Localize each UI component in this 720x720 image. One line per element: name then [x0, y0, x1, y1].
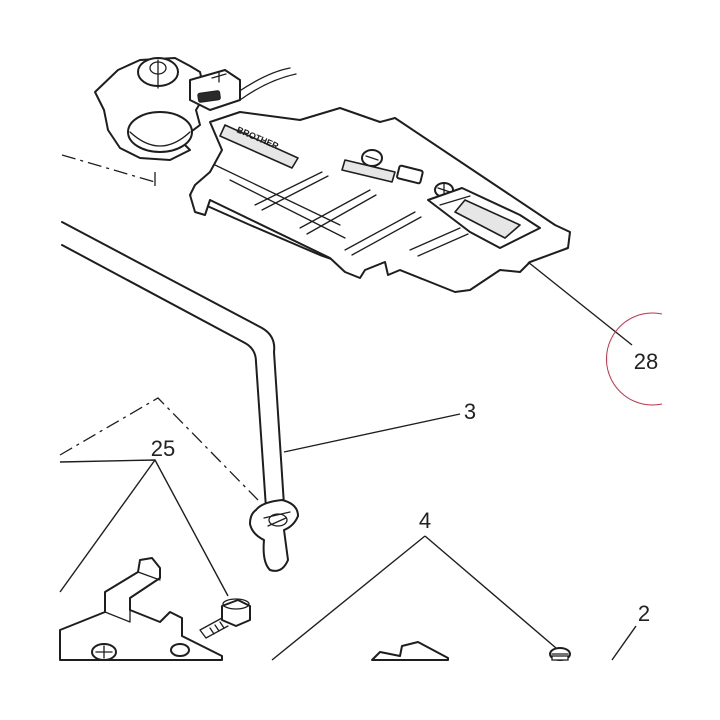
- screw-25-shank: [199, 617, 229, 639]
- carriage-plate-assembly: BROTHER: [94, 57, 571, 293]
- bent-rod-part-3: [61, 221, 299, 572]
- screw-25-top: [222, 598, 250, 610]
- release-button: [396, 164, 424, 185]
- screw-25-head: [221, 599, 251, 627]
- callout-3: 3: [464, 399, 476, 424]
- bracket-hole: [170, 643, 190, 657]
- rod-outer: [61, 221, 285, 506]
- screw-25-thread: [209, 621, 225, 635]
- usb-symbol-icon: [211, 71, 227, 83]
- rib-3: [344, 211, 416, 251]
- leader-3: [283, 413, 461, 453]
- callout-25: 25: [151, 436, 175, 461]
- leader-4-right: [424, 535, 557, 649]
- callout-4: 4: [419, 508, 431, 533]
- lock-knob-slot: [365, 155, 379, 161]
- bracket-tab: [137, 571, 161, 581]
- rod-inner: [61, 244, 267, 509]
- fitting-hole: [268, 513, 288, 527]
- rail-back: [214, 164, 341, 226]
- rib-2b: [306, 194, 377, 235]
- leader-4-left: [271, 535, 426, 661]
- callout-28-highlight-circle: [606, 312, 663, 406]
- bracket-screw-cross: [95, 645, 113, 659]
- brand-strip: [219, 124, 299, 169]
- bore-shade: [129, 131, 191, 147]
- callout-2: 2: [638, 601, 650, 626]
- cable-arc-2: [239, 73, 297, 101]
- bracket-fold: [104, 591, 131, 623]
- leader-28: [527, 261, 633, 346]
- lower-right-plate: [371, 641, 571, 661]
- knob-base: [341, 159, 396, 183]
- slide-pad-shade: [454, 199, 521, 239]
- screw-part-25: [199, 598, 251, 639]
- rib-1: [254, 171, 323, 206]
- rib-1b: [261, 175, 329, 211]
- screw-4-body: [551, 655, 569, 661]
- leader-25-bracket: [59, 459, 156, 593]
- lower-right-bracket: [371, 641, 449, 661]
- rib-3b: [351, 216, 422, 256]
- centerline-lower: [59, 397, 259, 501]
- rib-4: [409, 227, 461, 251]
- rail-mid: [229, 179, 346, 239]
- lower-bracket-part: [59, 557, 223, 661]
- cable-arc: [237, 67, 291, 93]
- plate-front-edge: [189, 194, 569, 293]
- rib-4b: [417, 233, 469, 257]
- usb-port-icon: [197, 90, 221, 103]
- rib-2: [299, 189, 371, 229]
- centerline-top: [61, 154, 156, 183]
- slide-edge: [439, 195, 471, 206]
- fitting-slot: [263, 511, 291, 527]
- callout-28: 28: [634, 349, 658, 374]
- leader-2: [611, 625, 637, 661]
- rod-end-fitting: [249, 499, 299, 572]
- lower-left-bracket: [59, 557, 223, 661]
